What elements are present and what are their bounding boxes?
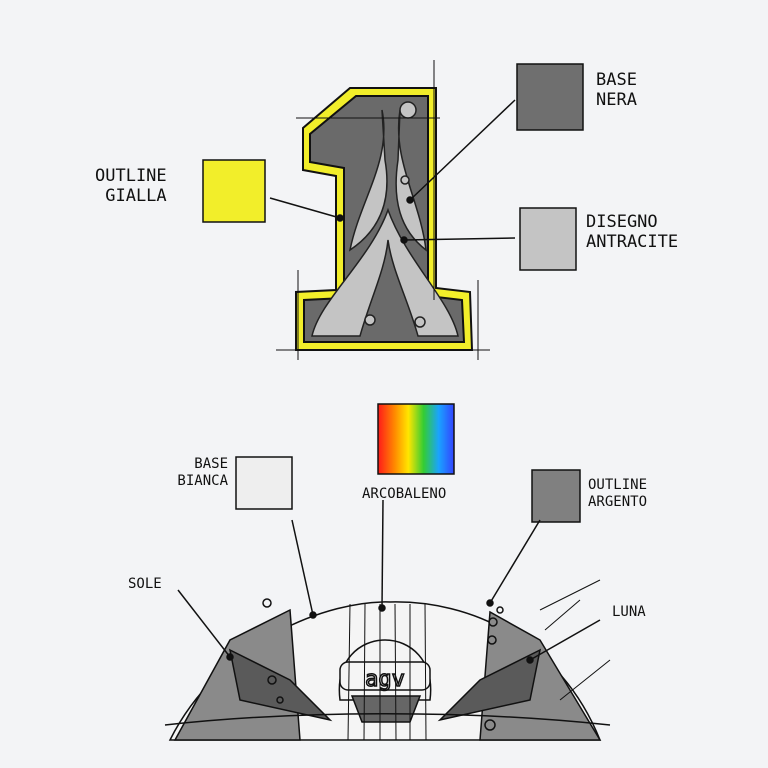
label-outline-argento: OUTLINE ARGENTO: [588, 477, 647, 511]
label-outline-gialla: OUTLINE GIALLA: [95, 166, 167, 206]
label-base-nera: BASE NERA: [596, 70, 637, 110]
label-line: ANTRACITE: [586, 232, 679, 252]
label-line: GIALLA: [105, 186, 167, 206]
swatch-outline-gialla: [202, 159, 266, 223]
helmet-logo-agv: agv: [365, 667, 405, 692]
leader-lines-top: [269, 99, 516, 244]
label-line: OUTLINE: [588, 477, 648, 493]
label-line: DISEGNO: [586, 212, 658, 232]
label-arcobaleno: ARCOBALENO: [362, 486, 447, 502]
label-disegno-antracite: DISEGNO ANTRACITE: [586, 212, 678, 252]
swatch-outline-argento: [531, 469, 581, 523]
helmet-drawing: [164, 579, 611, 741]
number-one-drawing: [276, 60, 490, 360]
label-line: BASE: [596, 70, 637, 90]
leader-lines-bottom: [177, 499, 601, 664]
label-luna: LUNA: [612, 604, 646, 620]
label-line: BASE: [194, 456, 228, 472]
swatch-base-nera: [516, 63, 584, 131]
label-line: NERA: [596, 90, 637, 110]
label-line: ARGENTO: [588, 494, 648, 510]
swatch-arcobaleno: [377, 403, 455, 475]
swatch-disegno-antracite: [519, 207, 577, 271]
label-base-bianca: BASE BIANCA: [160, 456, 228, 490]
label-line: OUTLINE: [95, 166, 167, 186]
swatch-base-bianca: [235, 456, 293, 510]
label-line: BIANCA: [177, 473, 228, 489]
label-sole: SOLE: [128, 576, 162, 592]
